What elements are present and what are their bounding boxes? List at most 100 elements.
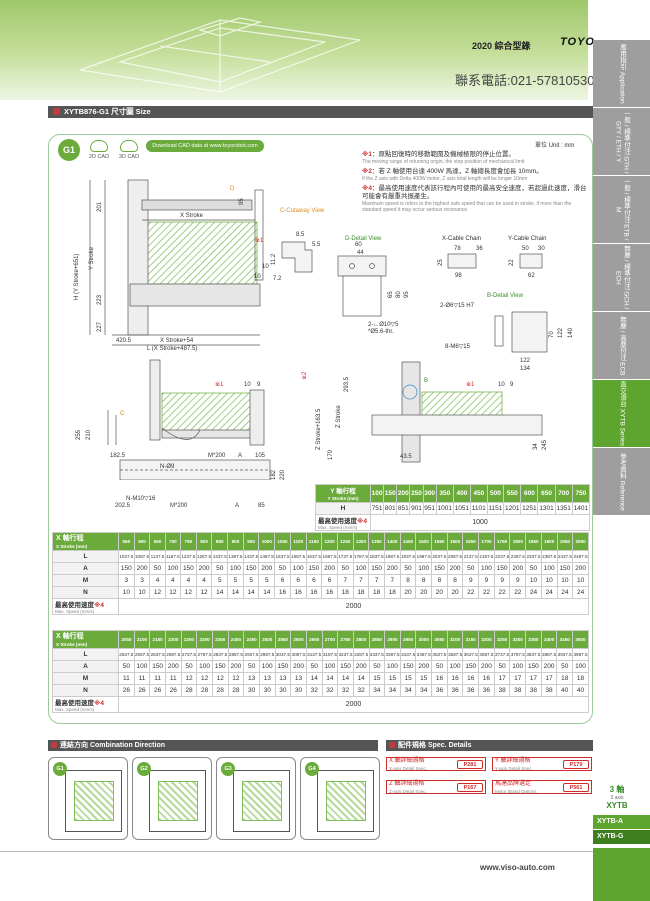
table-cell: 36 [462, 684, 480, 697]
table-cell: 250 [409, 484, 424, 503]
sub-tab-xytb-a[interactable]: XYTB-A [593, 815, 650, 829]
table-cell: 2137.5 [462, 550, 480, 563]
table-cell: 13 [274, 672, 292, 685]
table-cell: 2200 [164, 630, 182, 649]
table-cell: 17 [525, 672, 542, 685]
table-cell: 100 [227, 562, 244, 575]
table-cell: 50 [525, 562, 542, 575]
n-phi9-label: N-Ø9 [160, 464, 175, 470]
table-cell: 100 [258, 660, 276, 673]
table-cell: 3937.5 [556, 648, 574, 661]
z-stroke-label: Z Stroke [336, 405, 342, 428]
row-label: L [52, 648, 119, 661]
b-detail-view [494, 311, 548, 353]
table-cell: 6 [289, 574, 307, 587]
table-cell: 22 [509, 586, 527, 599]
table-cell: 50 [336, 562, 354, 575]
table-cell: 7 [383, 574, 401, 587]
table-cell: 6 [274, 574, 291, 587]
table-cell: 1850 [525, 532, 542, 551]
label-note2-mark: ※2 [301, 371, 308, 380]
side-tab-gth[interactable]: 一般 / 標準付注 GTH / GTY / ETH / Y [593, 108, 650, 176]
z-stroke-163-label: Z Stroke+163.5 [316, 408, 322, 450]
table-cell: 3 [133, 574, 151, 587]
table-cell: 150 [462, 660, 480, 673]
dim-m200: M*200 [208, 453, 226, 459]
table-cell: 2387.5 [540, 550, 558, 563]
side-tab-reference[interactable]: 參考資料 Reference [593, 448, 650, 516]
combination-g4[interactable]: G4 [300, 757, 380, 840]
drawing-frame [48, 134, 593, 724]
combination-g2[interactable]: G2 [132, 757, 212, 840]
cad-3d-button[interactable]: 3D CAD [116, 140, 142, 160]
table-cell: 150 [211, 660, 229, 673]
table-cell: 750 [180, 532, 197, 551]
dim-245: 245 [542, 439, 548, 450]
side-tab-ecb[interactable]: 無塵 / 高塵付注 ECB [593, 312, 650, 380]
side-tab-application[interactable]: 應用指引 Application [593, 40, 650, 108]
table-cell: 1500 [415, 532, 433, 551]
table-cell: 3387.5 [384, 648, 401, 661]
footer-url[interactable]: www.viso-auto.com [480, 863, 555, 872]
table-cell: 1300 [352, 532, 370, 551]
side-tab-etb[interactable]: 一般 / 標準付注 ETB / M [593, 176, 650, 244]
table-cell: 200 [164, 660, 182, 673]
table-cell: 2237.5 [493, 550, 511, 563]
front-view [107, 359, 265, 446]
table-cell: 200 [415, 660, 433, 673]
side-tab-xytb[interactable]: 直交滑台 XYTB Series [593, 380, 650, 448]
dim-30: 30 [538, 246, 545, 252]
table-cell: 2537.5 [118, 648, 135, 661]
combination-g3[interactable]: G3 [216, 757, 296, 840]
table-cell: 3200 [478, 630, 495, 649]
table-cell: 2787.5 [196, 648, 213, 661]
table-cell: 1837.5 [368, 550, 385, 563]
dim-9b: 9 [510, 382, 514, 388]
table-cell: 1051 [452, 502, 471, 515]
table-cell: 2587.5 [133, 648, 151, 661]
table-cell: 3787.5 [509, 648, 527, 661]
row-label: M [52, 672, 119, 685]
table-cell: 26 [133, 684, 151, 697]
table-cell: 3400 [540, 630, 558, 649]
table-cell: 1350 [368, 532, 385, 551]
dim-70: 70 [549, 331, 555, 338]
table-cell: 38 [525, 684, 542, 697]
table-cell: 100 [321, 660, 339, 673]
catalog-year-title: 2020 綜合型錄 [472, 41, 531, 51]
combination-g1[interactable]: G1 [48, 757, 128, 840]
table-cell: 50 [305, 660, 323, 673]
table-cell: 650 [537, 484, 556, 503]
download-cad-link[interactable]: Download CAD data at www.toyorobot.com [146, 140, 264, 152]
table-cell: 24 [556, 586, 574, 599]
table-cell: 20 [415, 586, 433, 599]
table-cell: 14 [258, 586, 276, 599]
table-cell: 3250 [493, 630, 511, 649]
table-cell: 2100 [133, 630, 151, 649]
side-view [371, 361, 543, 463]
dim-255: 255 [76, 429, 82, 440]
d-detail-view [337, 255, 387, 317]
side-tab-gch[interactable]: 無塵 / 標準付注 GCH / ECH [593, 244, 650, 312]
table-cell: 3137.5 [305, 648, 323, 661]
dim-105: 105 [255, 453, 266, 459]
sub-tab-xytb-g[interactable]: XYTB-G [593, 830, 650, 844]
table-cell: 2187.5 [478, 550, 495, 563]
cad-2d-button[interactable]: 2D CAD [86, 140, 112, 160]
table-cell: 32 [321, 684, 339, 697]
table-cell: 32 [352, 684, 370, 697]
table-cell: 700 [554, 484, 573, 503]
table-cell: 3487.5 [415, 648, 433, 661]
table-cell: 1151 [486, 502, 505, 515]
table-cell: 12 [180, 672, 198, 685]
table-cell: 11 [149, 672, 166, 685]
header-artwork [79, 17, 361, 93]
